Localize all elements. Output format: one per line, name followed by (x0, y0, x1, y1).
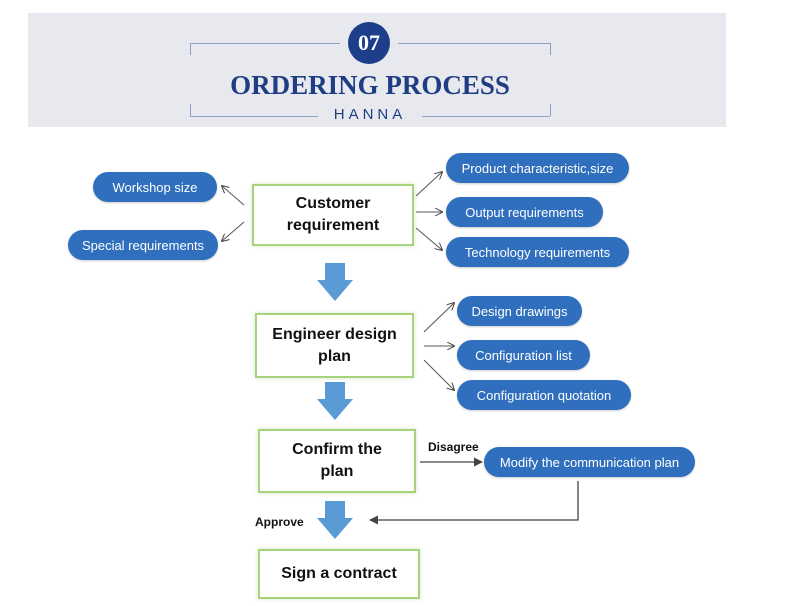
step-customer-requirement: Customer requirement (252, 184, 414, 246)
header-rule-left-bottom (190, 104, 191, 116)
pill-modify-communication-plan: Modify the communication plan (484, 447, 695, 477)
header-rule-bottom-right (422, 116, 550, 117)
header-rule-top-left (190, 43, 340, 44)
connector-to-workshop-size (222, 186, 245, 206)
connector-to-technology-requirements (415, 227, 442, 250)
approve-label: Approve (255, 515, 304, 529)
connector-to-special-requirements (222, 221, 245, 241)
connector-to-design-drawings (423, 303, 454, 333)
header-rule-left-top (190, 43, 191, 55)
pill-output-requirements: Output requirements (446, 197, 603, 227)
connector-to-configuration-quotation (423, 359, 454, 390)
header-rule-bottom-left (190, 116, 318, 117)
page-title: ORDERING PROCESS (230, 70, 510, 100)
page-subtitle: HANNA (333, 106, 407, 123)
header-rule-right-top (550, 43, 551, 55)
header-rule-right-bottom (550, 104, 551, 116)
pill-configuration-quotation: Configuration quotation (457, 380, 631, 410)
pill-workshop-size: Workshop size (93, 172, 217, 202)
flow-arrow-2 (317, 382, 353, 420)
step-confirm-the-plan: Confirm the plan (258, 429, 416, 493)
flow-arrow-1 (317, 263, 353, 301)
step-engineer-design-plan: Engineer design plan (255, 313, 414, 378)
pill-configuration-list: Configuration list (457, 340, 590, 370)
pill-design-drawings: Design drawings (457, 296, 582, 326)
flow-arrow-3 (317, 501, 353, 539)
step-label: Customer requirement (286, 195, 380, 234)
step-label: Engineer design plan (272, 325, 397, 365)
disagree-label: Disagree (428, 440, 479, 454)
header-rule-top-right (398, 43, 550, 44)
pill-special-requirements: Special requirements (68, 230, 218, 260)
pill-technology-requirements: Technology requirements (446, 237, 629, 267)
step-sign-a-contract: Sign a contract (258, 549, 420, 599)
feedback-arrow (369, 481, 579, 525)
pill-product-characteristic: Product characteristic,size (446, 153, 629, 183)
step-label: Confirm the plan (292, 441, 382, 480)
step-label: Sign a contract (281, 565, 397, 583)
connector-to-product-characteristic (415, 172, 442, 197)
step-number-badge: 07 (348, 22, 390, 64)
